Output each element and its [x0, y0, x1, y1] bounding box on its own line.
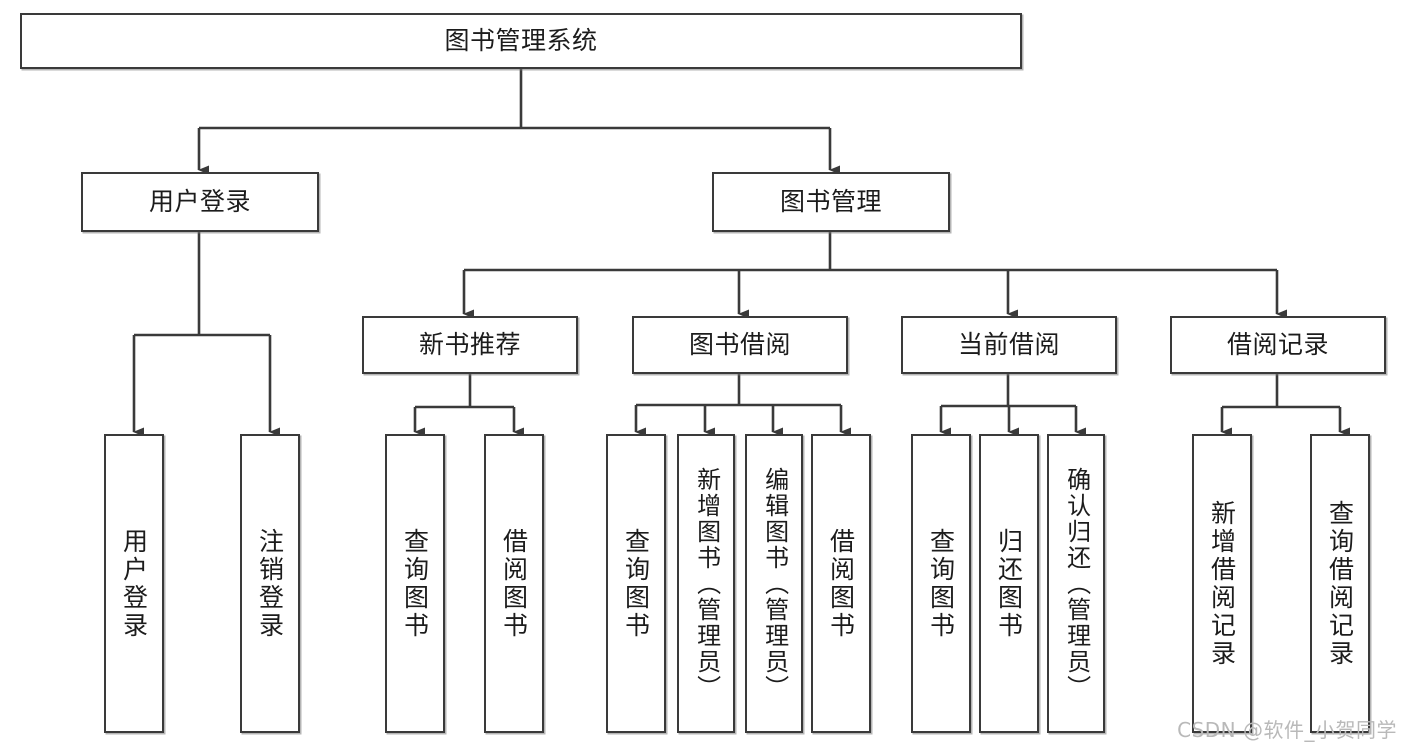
node-leaf-user-login-label: 用户登录 — [119, 527, 149, 640]
csdn-watermark: CSDN @软件_小贺同学 — [1177, 718, 1397, 742]
node-leaf-return-book[interactable]: 归还图书 — [979, 434, 1039, 733]
node-borrow-record[interactable]: 借阅记录 — [1170, 316, 1386, 374]
node-leaf-query-book-2[interactable]: 查询图书 — [606, 434, 666, 733]
node-leaf-query-record-label: 查询借阅记录 — [1325, 499, 1355, 668]
node-leaf-add-record[interactable]: 新增借阅记录 — [1192, 434, 1252, 733]
node-borrow-record-label: 借阅记录 — [1226, 330, 1329, 360]
node-leaf-user-login[interactable]: 用户登录 — [104, 434, 164, 733]
node-book-management[interactable]: 图书管理 — [712, 172, 950, 232]
node-new-book-recommend[interactable]: 新书推荐 — [362, 316, 578, 374]
node-root-label: 图书管理系统 — [444, 26, 598, 56]
node-leaf-user-logout-label: 注销登录 — [255, 527, 285, 640]
node-leaf-add-book[interactable]: 新增图书（管理员） — [677, 434, 735, 733]
node-leaf-borrow-book-1-label: 借阅图书 — [499, 527, 529, 640]
node-leaf-return-book-label: 归还图书 — [994, 527, 1024, 640]
node-leaf-query-book-1-label: 查询图书 — [400, 527, 430, 640]
node-leaf-query-book-1[interactable]: 查询图书 — [385, 434, 445, 733]
node-leaf-confirm-return-label: 确认归还（管理员） — [1062, 466, 1091, 701]
node-book-borrow[interactable]: 图书借阅 — [632, 316, 848, 374]
node-leaf-edit-book[interactable]: 编辑图书（管理员） — [745, 434, 803, 733]
node-leaf-add-book-label: 新增图书（管理员） — [692, 466, 721, 701]
node-user-login-label: 用户登录 — [148, 187, 251, 217]
node-leaf-borrow-book-2-label: 借阅图书 — [826, 527, 856, 640]
node-new-book-recommend-label: 新书推荐 — [418, 330, 521, 360]
node-leaf-borrow-book-2[interactable]: 借阅图书 — [811, 434, 871, 733]
node-user-login[interactable]: 用户登录 — [81, 172, 319, 232]
node-leaf-query-book-3-label: 查询图书 — [926, 527, 956, 640]
node-leaf-confirm-return[interactable]: 确认归还（管理员） — [1047, 434, 1105, 733]
node-current-borrow[interactable]: 当前借阅 — [901, 316, 1117, 374]
node-leaf-query-record[interactable]: 查询借阅记录 — [1310, 434, 1370, 733]
node-book-management-label: 图书管理 — [779, 187, 882, 217]
node-leaf-user-logout[interactable]: 注销登录 — [240, 434, 300, 733]
node-current-borrow-label: 当前借阅 — [957, 330, 1060, 360]
node-root[interactable]: 图书管理系统 — [20, 13, 1022, 69]
node-book-borrow-label: 图书借阅 — [688, 330, 791, 360]
node-leaf-add-record-label: 新增借阅记录 — [1207, 499, 1237, 668]
node-leaf-query-book-2-label: 查询图书 — [621, 527, 651, 640]
node-leaf-query-book-3[interactable]: 查询图书 — [911, 434, 971, 733]
node-leaf-borrow-book-1[interactable]: 借阅图书 — [484, 434, 544, 733]
node-leaf-edit-book-label: 编辑图书（管理员） — [760, 466, 789, 701]
